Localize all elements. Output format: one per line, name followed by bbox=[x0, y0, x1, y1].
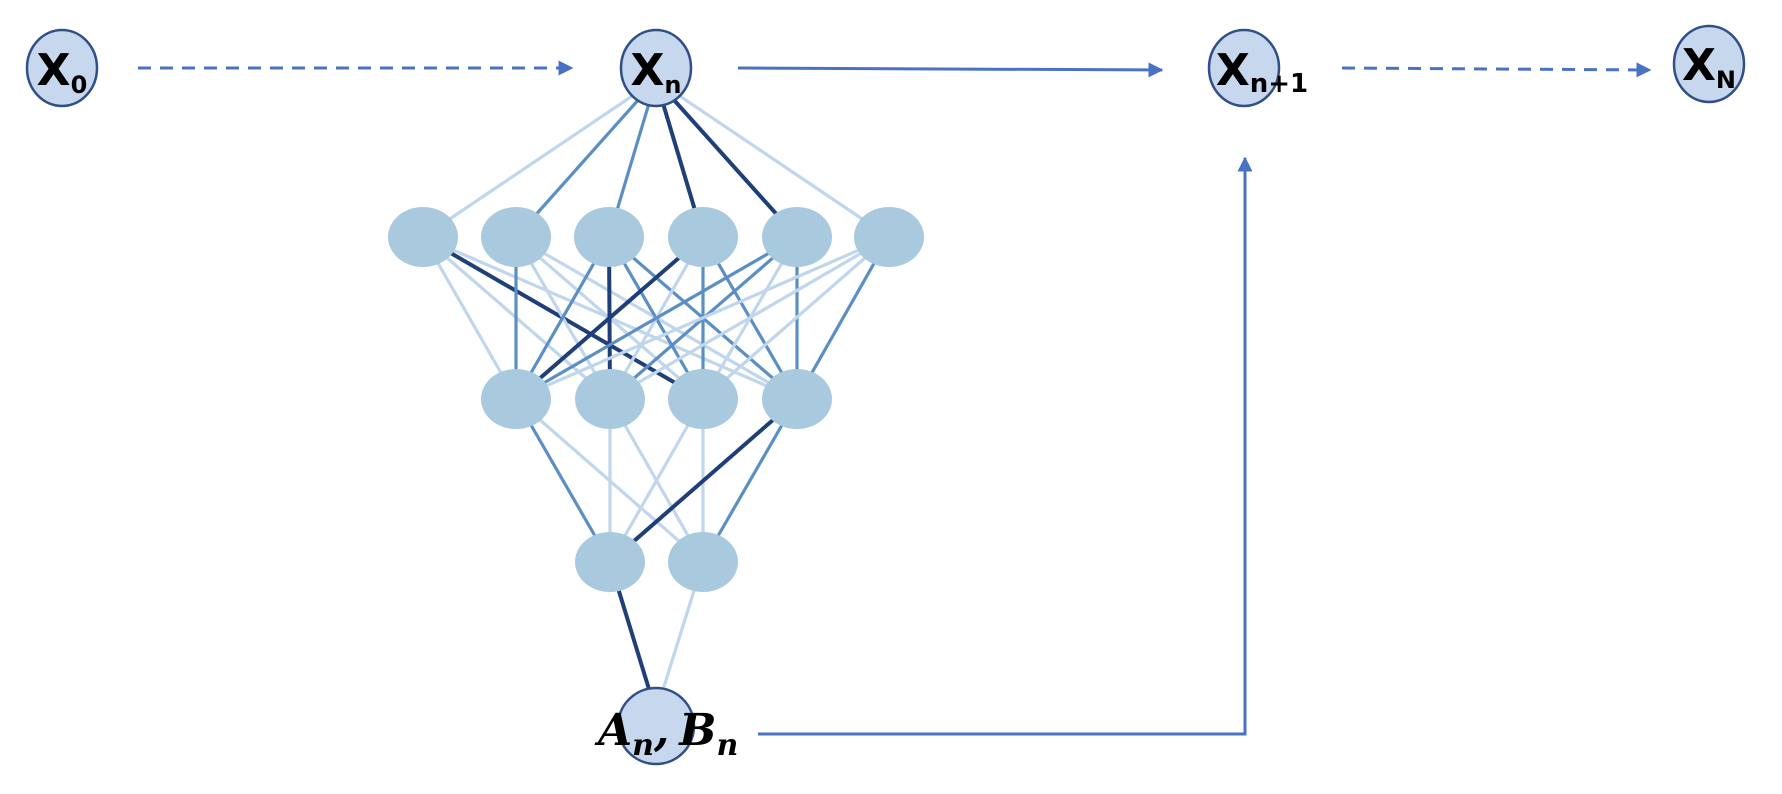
state-node-xn: Xn bbox=[619, 28, 693, 108]
edge-h2-2-h3-0 bbox=[608, 398, 705, 563]
output-node-circle bbox=[616, 686, 696, 766]
state-xn-label: Xn bbox=[630, 45, 681, 99]
output-a: A bbox=[594, 705, 632, 756]
state-xN-sub: N bbox=[1716, 66, 1736, 94]
edge-h1-5-h2-1 bbox=[609, 235, 890, 401]
output-node-label: An,Bn bbox=[594, 705, 738, 763]
output-b-sub: n bbox=[716, 728, 738, 763]
state-xn1-circle bbox=[1207, 28, 1281, 108]
state-x0-base: X bbox=[37, 45, 71, 96]
network-connections bbox=[421, 78, 891, 713]
neuron-layer1-0 bbox=[388, 207, 458, 267]
arrow-xn-to-xn1 bbox=[737, 62, 1164, 78]
edge-h2-3-h3-0 bbox=[608, 397, 799, 564]
state-xN-circle bbox=[1672, 24, 1746, 104]
state-xn1-base: X bbox=[1216, 45, 1250, 96]
arrow-output-to-xn1 bbox=[758, 156, 1253, 736]
arrow-xn1-to-xN bbox=[1341, 62, 1652, 78]
state-xn-base: X bbox=[630, 45, 664, 96]
state-x0-label: X0 bbox=[37, 45, 88, 99]
edge-h1-0-h2-0 bbox=[421, 236, 518, 400]
state-node-x0: X0 bbox=[25, 28, 99, 108]
edge-h2-3-h3-1 bbox=[701, 398, 799, 563]
state-xn-sub: n bbox=[664, 71, 681, 99]
neuron-layer3-0 bbox=[575, 532, 645, 592]
edge-input-h1-4 bbox=[654, 78, 799, 239]
neuron-layer1-4 bbox=[762, 207, 832, 267]
neuron-layer1-3 bbox=[668, 207, 738, 267]
state-node-xN: XN bbox=[1672, 24, 1746, 104]
output-a-sub: n bbox=[632, 728, 654, 763]
edge-input-h1-5 bbox=[655, 78, 890, 239]
edge-h1-5-h2-3 bbox=[795, 236, 891, 400]
state-xN-label: XN bbox=[1682, 40, 1736, 94]
edge-h1-4-h2-0 bbox=[515, 235, 798, 401]
edge-h1-2-h2-0 bbox=[514, 236, 611, 400]
edge-h1-5-h2-0 bbox=[515, 235, 890, 401]
output-b: B bbox=[677, 705, 716, 756]
output-node-an-bn: An,Bn bbox=[594, 686, 738, 766]
neuron-layer3-1 bbox=[668, 532, 738, 592]
state-node-xn1: Xn+1 bbox=[1207, 28, 1308, 108]
edge-h1-5-h2-2 bbox=[701, 235, 891, 401]
output-separator: , bbox=[653, 705, 669, 756]
neuron-layer2-2 bbox=[668, 369, 738, 429]
state-xn1-label: Xn+1 bbox=[1216, 45, 1308, 99]
state-xN-base: X bbox=[1682, 40, 1716, 91]
state-x0-sub: 0 bbox=[71, 71, 88, 99]
neuron-layer2-1 bbox=[575, 369, 645, 429]
edge-input-h1-1 bbox=[514, 78, 658, 239]
neuron-layer1-1 bbox=[481, 207, 551, 267]
network-neurons bbox=[388, 207, 924, 592]
neuron-layer1-5 bbox=[854, 207, 924, 267]
neuron-layer1-2 bbox=[574, 207, 644, 267]
edge-h2-0-h3-0 bbox=[514, 398, 612, 563]
edge-input-h1-0 bbox=[422, 78, 657, 239]
flow-arrows bbox=[138, 60, 1652, 736]
state-xn1-sub: n+1 bbox=[1250, 69, 1308, 99]
state-x0-circle bbox=[25, 28, 99, 108]
neuron-layer2-0 bbox=[481, 369, 551, 429]
edge-h1-3-h2-0 bbox=[514, 235, 705, 401]
state-xn-circle bbox=[619, 28, 693, 108]
neuron-layer2-3 bbox=[762, 369, 832, 429]
